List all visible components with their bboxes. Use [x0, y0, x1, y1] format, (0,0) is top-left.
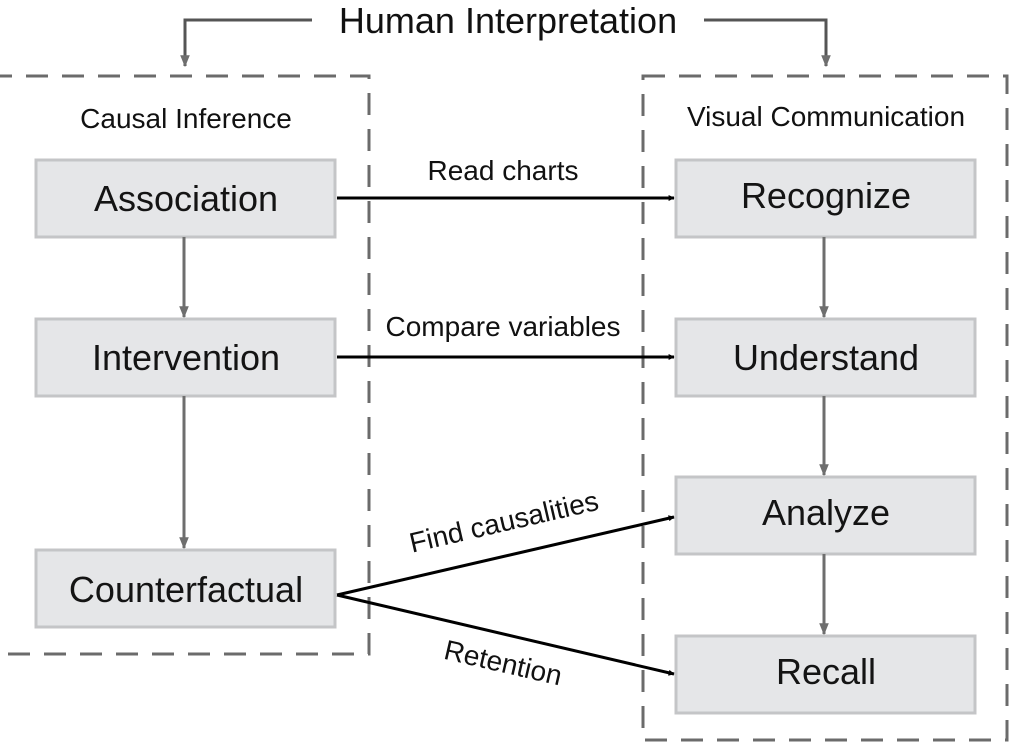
causal-inference-label: Causal Inference [80, 103, 292, 134]
association-label: Association [94, 178, 278, 219]
counterfactual-label: Counterfactual [69, 569, 303, 610]
understand-label: Understand [733, 337, 919, 378]
visual-communication-label: Visual Communication [687, 101, 965, 132]
bracket-right-arm [704, 18, 831, 68]
node-understand: Understand [674, 317, 977, 398]
arrow-counterfactual-to-recall [336, 593, 675, 676]
recall-box [674, 634, 977, 715]
edge-label-compare-variables: Compare variables [386, 311, 621, 342]
intervention-box [34, 317, 337, 398]
node-association: Association [34, 158, 337, 239]
association-box [34, 158, 337, 239]
node-analyze: Analyze [674, 475, 977, 556]
node-recognize: Recognize [674, 158, 977, 239]
edge-label-read-charts: Read charts [428, 155, 579, 186]
bracket-left-arm [180, 18, 312, 68]
node-counterfactual: Counterfactual [34, 548, 337, 629]
recognize-box [674, 158, 977, 239]
causal-inference-frame [0, 74, 371, 656]
diagram-title: Human Interpretation [339, 0, 677, 41]
node-recall: Recall [674, 634, 977, 715]
analyze-label: Analyze [762, 492, 890, 533]
recall-label: Recall [776, 651, 876, 692]
understand-box [674, 317, 977, 398]
arrow-counterfactual-to-analyze [336, 515, 675, 597]
counterfactual-box [34, 548, 337, 629]
intervention-label: Intervention [92, 337, 280, 378]
edge-label-find-causalities: Find causalities [406, 485, 601, 559]
human-interpretation-bracket [180, 18, 831, 68]
recognize-label: Recognize [741, 175, 911, 216]
analyze-box [674, 475, 977, 556]
node-intervention: Intervention [34, 317, 337, 398]
visual-communication-frame [641, 74, 1009, 742]
